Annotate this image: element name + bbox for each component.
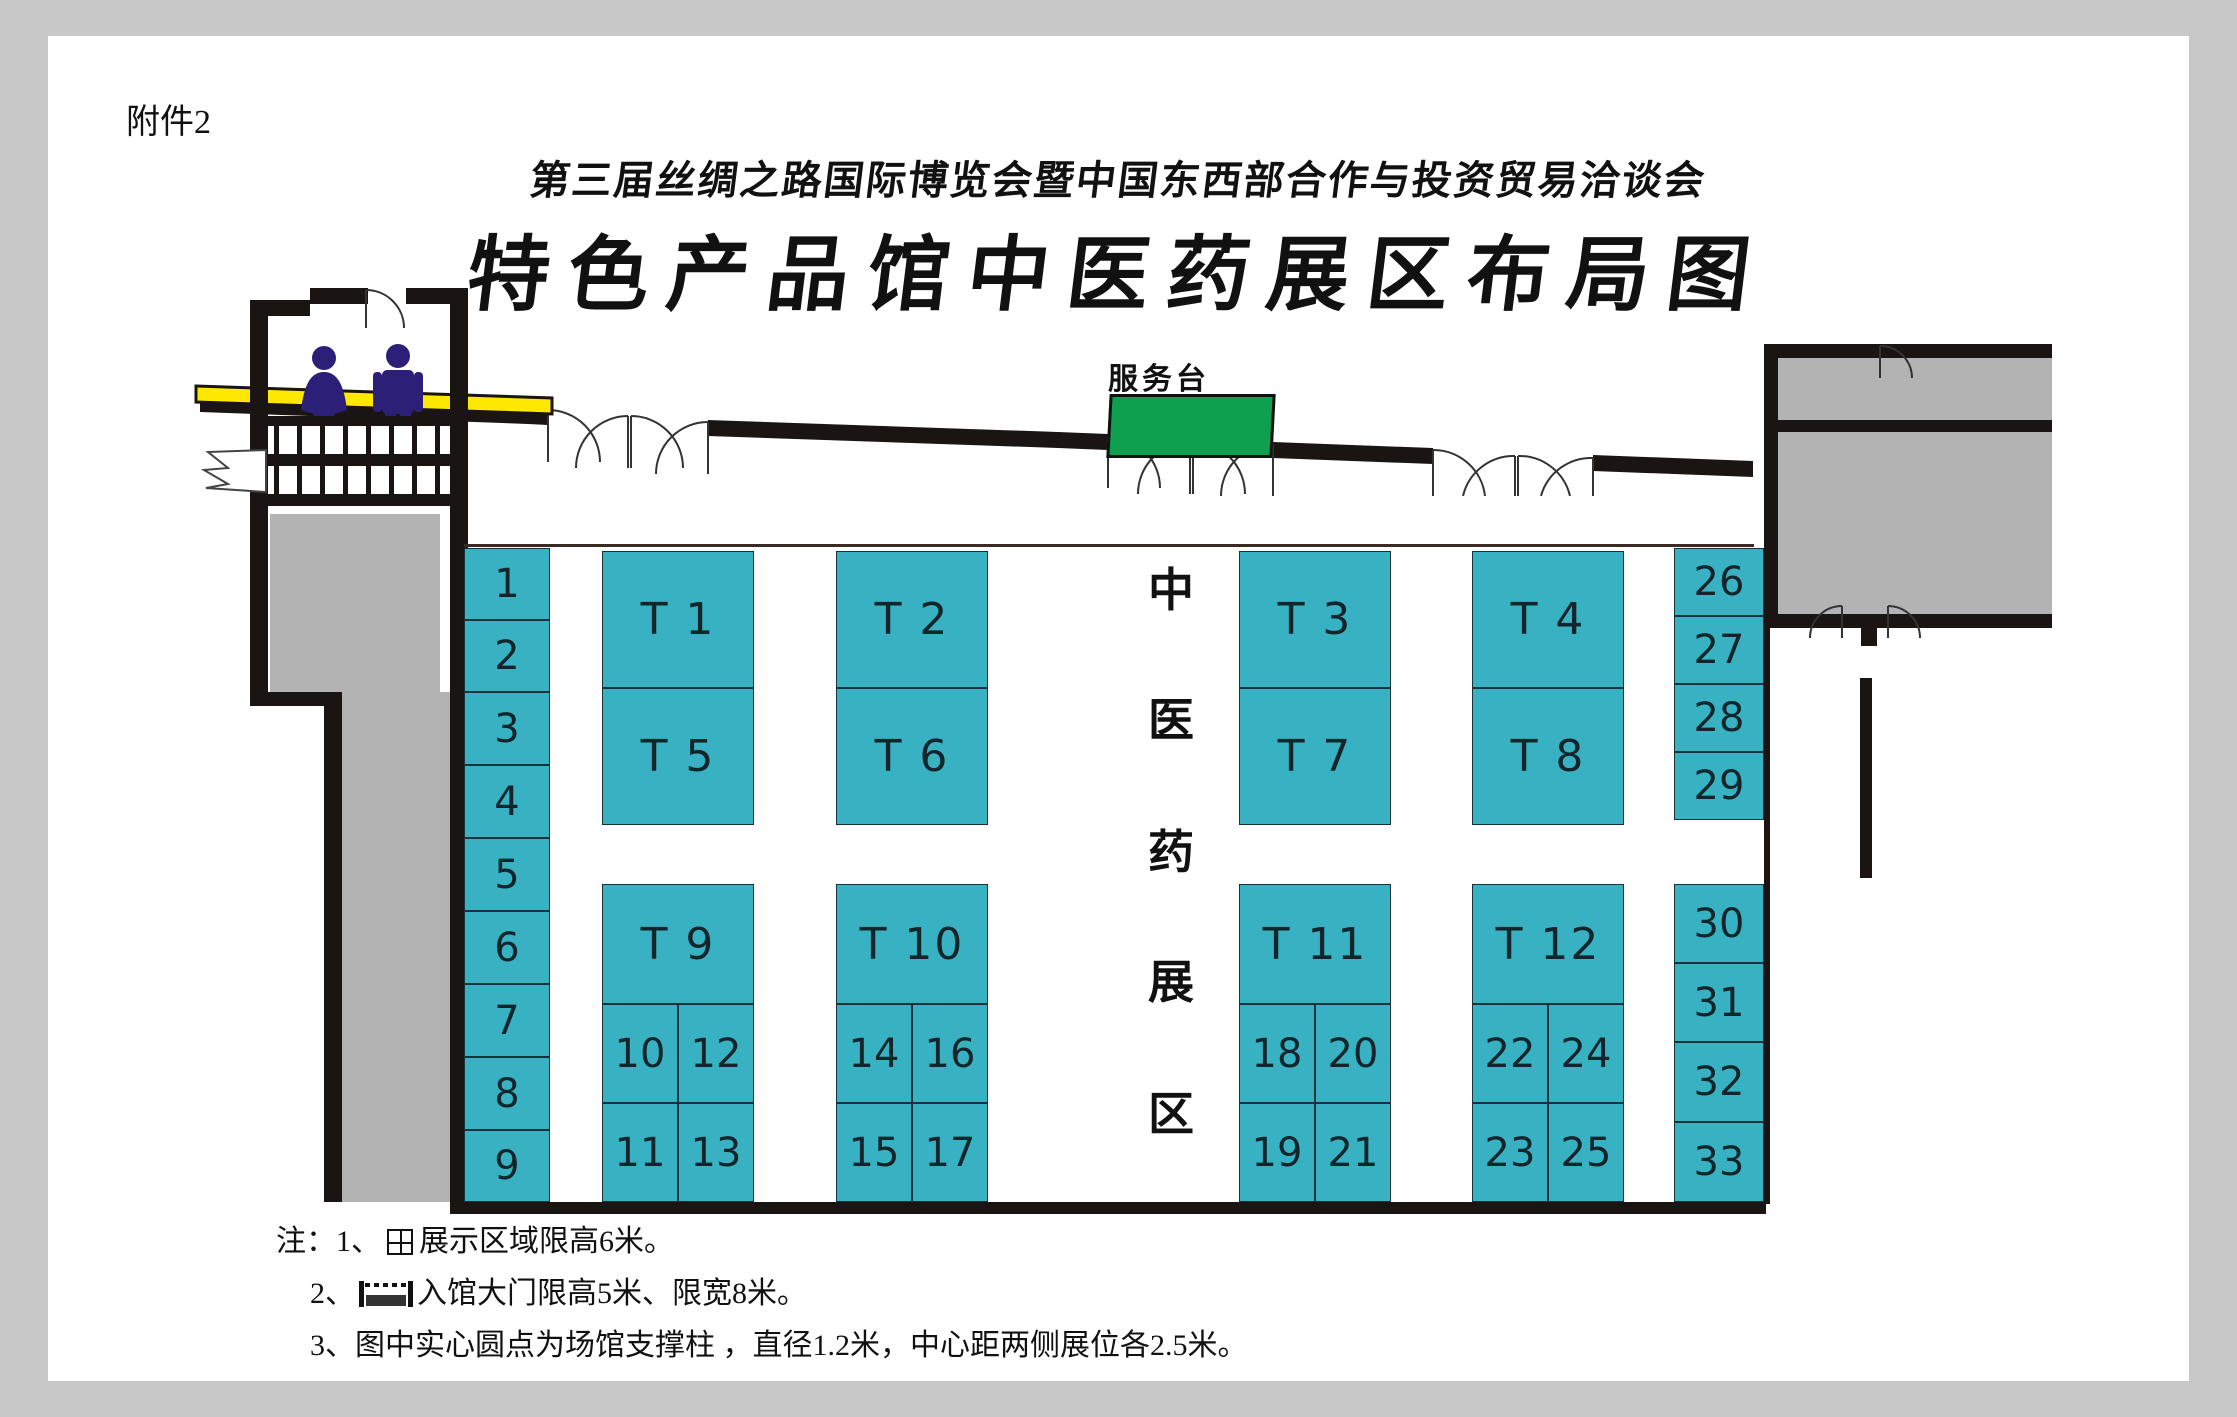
left-room-upper: [270, 514, 440, 694]
booth-21[interactable]: 21: [1315, 1103, 1391, 1202]
hall-right-edge: [1764, 544, 1770, 1204]
booth-T6[interactable]: T 6: [836, 688, 988, 825]
restroom-wall-top-b: [310, 288, 368, 304]
booth-T5[interactable]: T 5: [602, 688, 754, 825]
note-1: 注：1、 展示区域限高6米。: [276, 1216, 674, 1260]
booth-10[interactable]: 10: [602, 1004, 678, 1103]
right-building-post: [1861, 624, 1877, 646]
booth-15[interactable]: 15: [836, 1103, 912, 1202]
right-building-wall-left: [1764, 344, 1778, 614]
booth-18[interactable]: 18: [1239, 1004, 1315, 1103]
note-3: 3、图中实心圆点为场馆支撑柱 ，直径1.2米，中心距两侧展位各2.5米。: [310, 1329, 1248, 1362]
booth-4[interactable]: 4: [464, 765, 550, 838]
restroom-wall-top-a: [250, 300, 310, 316]
booth-T12[interactable]: T 12: [1472, 884, 1624, 1004]
booth-9[interactable]: 9: [464, 1130, 550, 1202]
booth-6[interactable]: 6: [464, 911, 550, 984]
exhibit-area-icon: [387, 1229, 413, 1255]
hall-top-edge: [464, 544, 1754, 547]
booth-T11[interactable]: T 11: [1239, 884, 1391, 1004]
booth-31[interactable]: 31: [1674, 963, 1764, 1042]
document-subtitle: 第三届丝绸之路国际博览会暨中国东西部合作与投资贸易洽谈会: [527, 157, 1709, 204]
booth-3[interactable]: 3: [464, 692, 550, 765]
right-building-door-bottom-b: [1808, 604, 1854, 649]
booth-14[interactable]: 14: [836, 1004, 912, 1103]
booth-16[interactable]: 16: [912, 1004, 988, 1103]
right-building-divider: [1764, 420, 2052, 432]
zone-text-4: 展: [1148, 955, 1194, 1009]
booth-26[interactable]: 26: [1674, 548, 1764, 616]
booth-30[interactable]: 30: [1674, 884, 1764, 963]
note-1-prefix: 注：1、: [276, 1225, 381, 1258]
attachment-label: 附件2: [126, 104, 211, 141]
booth-T1[interactable]: T 1: [602, 551, 754, 688]
booth-T2[interactable]: T 2: [836, 551, 988, 688]
note-2-text: 入馆大门限高5米、限宽8米。: [417, 1277, 807, 1310]
right-building-door-bottom-a: [1886, 604, 1932, 649]
zone-text-5: 区: [1148, 1087, 1194, 1141]
booth-33[interactable]: 33: [1674, 1122, 1764, 1202]
restroom-wall-right: [450, 288, 468, 608]
booth-T9[interactable]: T 9: [602, 884, 754, 1004]
right-building-wall-top: [1764, 344, 2052, 358]
left-corridor: [342, 692, 450, 1202]
corridor-wall-right: [450, 606, 464, 1202]
booth-11[interactable]: 11: [602, 1103, 678, 1202]
booth-12[interactable]: 12: [678, 1004, 754, 1103]
booth-22[interactable]: 22: [1472, 1004, 1548, 1103]
booth-2[interactable]: 2: [464, 620, 550, 692]
booth-32[interactable]: 32: [1674, 1042, 1764, 1122]
service-desk-label: 服务台: [1108, 362, 1210, 397]
booth-7[interactable]: 7: [464, 984, 550, 1057]
booth-27[interactable]: 27: [1674, 616, 1764, 684]
left-room-wall-left: [250, 506, 268, 704]
right-building-door-top: [1878, 344, 1924, 389]
zone-text-2: 医: [1148, 693, 1194, 747]
booth-17[interactable]: 17: [912, 1103, 988, 1202]
left-room-wall-bottom: [250, 692, 340, 706]
entrance-gate-icon: [359, 1281, 413, 1307]
booth-29[interactable]: 29: [1674, 752, 1764, 820]
right-building-room-upper: [1778, 358, 2052, 420]
booth-T10[interactable]: T 10: [836, 884, 988, 1004]
note-1-text: 展示区域限高6米。: [419, 1225, 674, 1258]
floor-plan: 服务台: [48, 288, 2189, 1214]
booth-25[interactable]: 25: [1548, 1103, 1624, 1202]
stairs-upper: [274, 426, 450, 454]
restroom-door-arc: [360, 288, 420, 345]
hall-bottom-edge: [450, 1202, 1766, 1214]
right-exterior-wall-segment: [1860, 678, 1872, 878]
booth-23[interactable]: 23: [1472, 1103, 1548, 1202]
stairs-arrow-icon: [200, 448, 267, 494]
note-2: 2、 入馆大门限高5米、限宽8米。: [310, 1268, 807, 1312]
booth-T4[interactable]: T 4: [1472, 551, 1624, 688]
corridor-wall-left: [324, 692, 342, 1202]
service-desk: [1106, 394, 1276, 458]
document-sheet: 附件2 第三届丝绸之路国际博览会暨中国东西部合作与投资贸易洽谈会 特色产品馆中医…: [48, 36, 2189, 1381]
stairs-lower: [274, 466, 450, 494]
booth-19[interactable]: 19: [1239, 1103, 1315, 1202]
right-building-wall-bottom: [1764, 614, 2052, 628]
stairs-center-rail: [250, 454, 450, 466]
left-booth-column: 1 2 3 4 5 6 7 8 9: [464, 548, 550, 1202]
note-2-prefix: 2、: [310, 1277, 355, 1310]
booth-5[interactable]: 5: [464, 838, 550, 911]
zone-text-1: 中: [1148, 563, 1194, 617]
booth-24[interactable]: 24: [1548, 1004, 1624, 1103]
stairs-frame-top: [268, 416, 450, 426]
booth-T3[interactable]: T 3: [1239, 551, 1391, 688]
booth-8[interactable]: 8: [464, 1057, 550, 1130]
booth-1[interactable]: 1: [464, 548, 550, 620]
booth-13[interactable]: 13: [678, 1103, 754, 1202]
booth-T8[interactable]: T 8: [1472, 688, 1624, 825]
right-building-room-lower: [1778, 432, 2052, 614]
booth-T7[interactable]: T 7: [1239, 688, 1391, 825]
zone-text-3: 药: [1148, 825, 1194, 879]
booth-20[interactable]: 20: [1315, 1004, 1391, 1103]
booth-28[interactable]: 28: [1674, 684, 1764, 752]
stairs-frame-bottom: [250, 494, 450, 506]
